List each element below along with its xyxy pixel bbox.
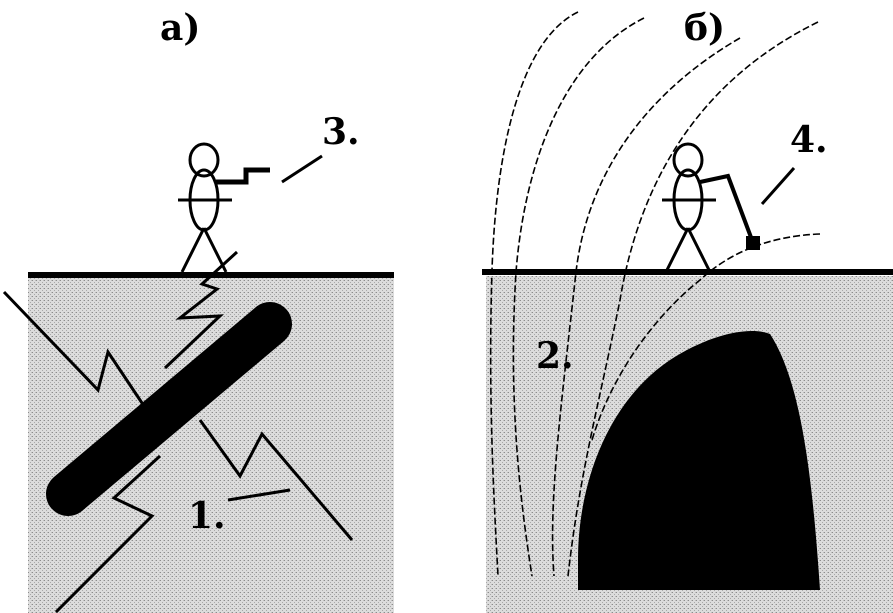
label-3: 3. — [322, 111, 360, 153]
detector-probe-b — [699, 173, 754, 241]
label-1: 1. — [188, 495, 226, 537]
secondary-wave-left — [2, 290, 154, 419]
panel-a: а) 1. 3. — [2, 7, 394, 613]
field-line — [489, 11, 579, 577]
leader-3 — [281, 154, 323, 184]
detector-device-a — [216, 167, 270, 185]
anomaly-body — [578, 331, 820, 590]
label-4: 4. — [790, 119, 828, 161]
panel-a-ground — [28, 276, 394, 613]
field-line — [567, 21, 819, 577]
incident-wave — [163, 250, 239, 370]
field-line — [551, 37, 741, 577]
panel-b: б) 2. 4. — [482, 7, 893, 613]
operator-figure-a — [178, 142, 232, 273]
operator-figure-b — [662, 142, 716, 273]
field-lines — [489, 11, 821, 577]
field-line — [591, 233, 821, 441]
leader-4 — [760, 167, 796, 205]
secondary-wave-right — [198, 419, 354, 541]
transmitted-wave — [54, 454, 162, 613]
field-line — [512, 17, 645, 577]
label-2: 2. — [536, 335, 574, 377]
panel-a-label: а) — [160, 7, 200, 49]
probe-sensor — [746, 236, 760, 250]
panel-b-label: б) — [684, 7, 725, 49]
leader-1 — [227, 488, 291, 502]
conductor-body — [46, 302, 292, 516]
